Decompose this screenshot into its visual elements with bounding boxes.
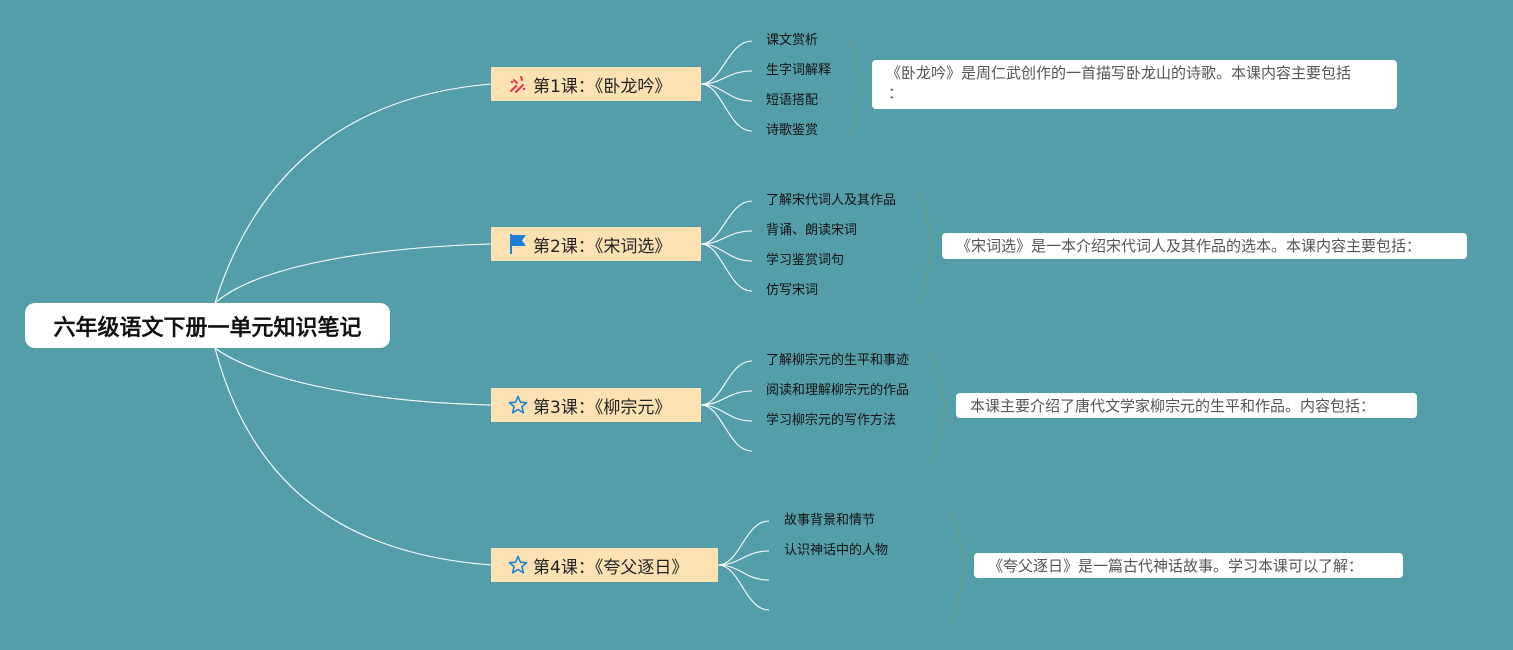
branch-2-4 <box>700 243 753 292</box>
lesson-2-title: 第2课：《宋词选》 <box>533 236 672 257</box>
root-title: 六年级语文下册一单元知识笔记 <box>53 315 362 341</box>
subtopic-1-3[interactable]: 短语搭配 <box>766 93 819 108</box>
lesson-2-node[interactable]: 第2课：《宋词选》 <box>491 227 701 261</box>
root-topic[interactable]: 六年级语文下册一单元知识笔记 <box>25 303 390 348</box>
subtopic-2-4[interactable]: 仿写宋词 <box>766 283 819 298</box>
lesson-3-description[interactable]: 本课主要介绍了唐代文学家柳宗元的生平和作品。内容包括： <box>956 393 1417 418</box>
root-connector-4 <box>214 347 492 566</box>
lesson-1-node[interactable]: 第1课：《卧龙吟》 <box>491 67 701 101</box>
branch-2-2 <box>700 230 753 245</box>
confetti-icon <box>507 73 529 95</box>
lesson-4-title: 第4课：《夸父逐日》 <box>533 557 689 578</box>
branch-1-1 <box>700 40 753 85</box>
branch-4-2 <box>717 550 770 566</box>
subtopic-3-1[interactable]: 了解柳宗元的生平和事迹 <box>766 353 910 368</box>
root-connector-3 <box>214 347 492 406</box>
branch-3-1 <box>700 360 753 406</box>
branch-3-2 <box>700 390 753 406</box>
branch-4-1 <box>717 520 770 566</box>
subtopic-3-3[interactable]: 学习柳宗元的写作方法 <box>766 413 897 428</box>
branch-3-4 <box>700 404 753 452</box>
flag-icon <box>507 233 529 255</box>
subtopic-1-1[interactable]: 课文赏析 <box>766 33 819 48</box>
star-icon <box>507 394 529 416</box>
subtopic-1-2[interactable]: 生字词解释 <box>766 63 832 78</box>
lesson-4-node[interactable]: 第4课：《夸父逐日》 <box>491 548 718 582</box>
bracket-2 <box>917 191 933 303</box>
subtopic-4-2[interactable]: 认识神话中的人物 <box>784 543 889 558</box>
lesson-4-description[interactable]: 《夸父逐日》是一篇古代神话故事。学习本课可以了解： <box>974 553 1403 578</box>
root-connector-2 <box>214 243 492 304</box>
subtopic-2-3[interactable]: 学习鉴赏词句 <box>766 253 845 268</box>
lesson-1-title: 第1课：《卧龙吟》 <box>533 76 672 97</box>
bracket-3 <box>929 351 947 463</box>
lesson-1-description-line-2: ： <box>888 84 904 102</box>
lesson-3-node[interactable]: 第3课：《柳宗元》 <box>491 388 701 422</box>
subtopic-2-1[interactable]: 了解宋代词人及其作品 <box>766 193 897 208</box>
lesson-2-description[interactable]: 《宋词选》是一本介绍宋代词人及其作品的选本。本课内容主要包括： <box>942 233 1467 259</box>
star-icon <box>507 554 529 576</box>
branch-1-2 <box>700 70 753 85</box>
subtopic-2-2[interactable]: 背诵、朗读宋词 <box>766 223 858 238</box>
branch-4-4 <box>717 564 770 611</box>
subtopic-1-4[interactable]: 诗歌鉴赏 <box>766 123 819 138</box>
bracket-1 <box>847 39 861 136</box>
lesson-3-title: 第3课：《柳宗元》 <box>533 397 672 418</box>
lesson-1-description[interactable]: 《卧龙吟》是周仁武创作的一首描写卧龙山的诗歌。本课内容主要包括 ： <box>872 60 1397 109</box>
branch-1-4 <box>700 83 753 132</box>
lesson-1-description-line-1: 《卧龙吟》是周仁武创作的一首描写卧龙山的诗歌。本课内容主要包括 <box>886 64 1352 82</box>
bracket-4 <box>949 511 967 623</box>
subtopic-3-2[interactable]: 阅读和理解柳宗元的作品 <box>766 383 910 398</box>
root-connector-1 <box>214 83 492 304</box>
branch-2-1 <box>700 200 753 245</box>
subtopic-4-1[interactable]: 故事背景和情节 <box>784 513 876 528</box>
